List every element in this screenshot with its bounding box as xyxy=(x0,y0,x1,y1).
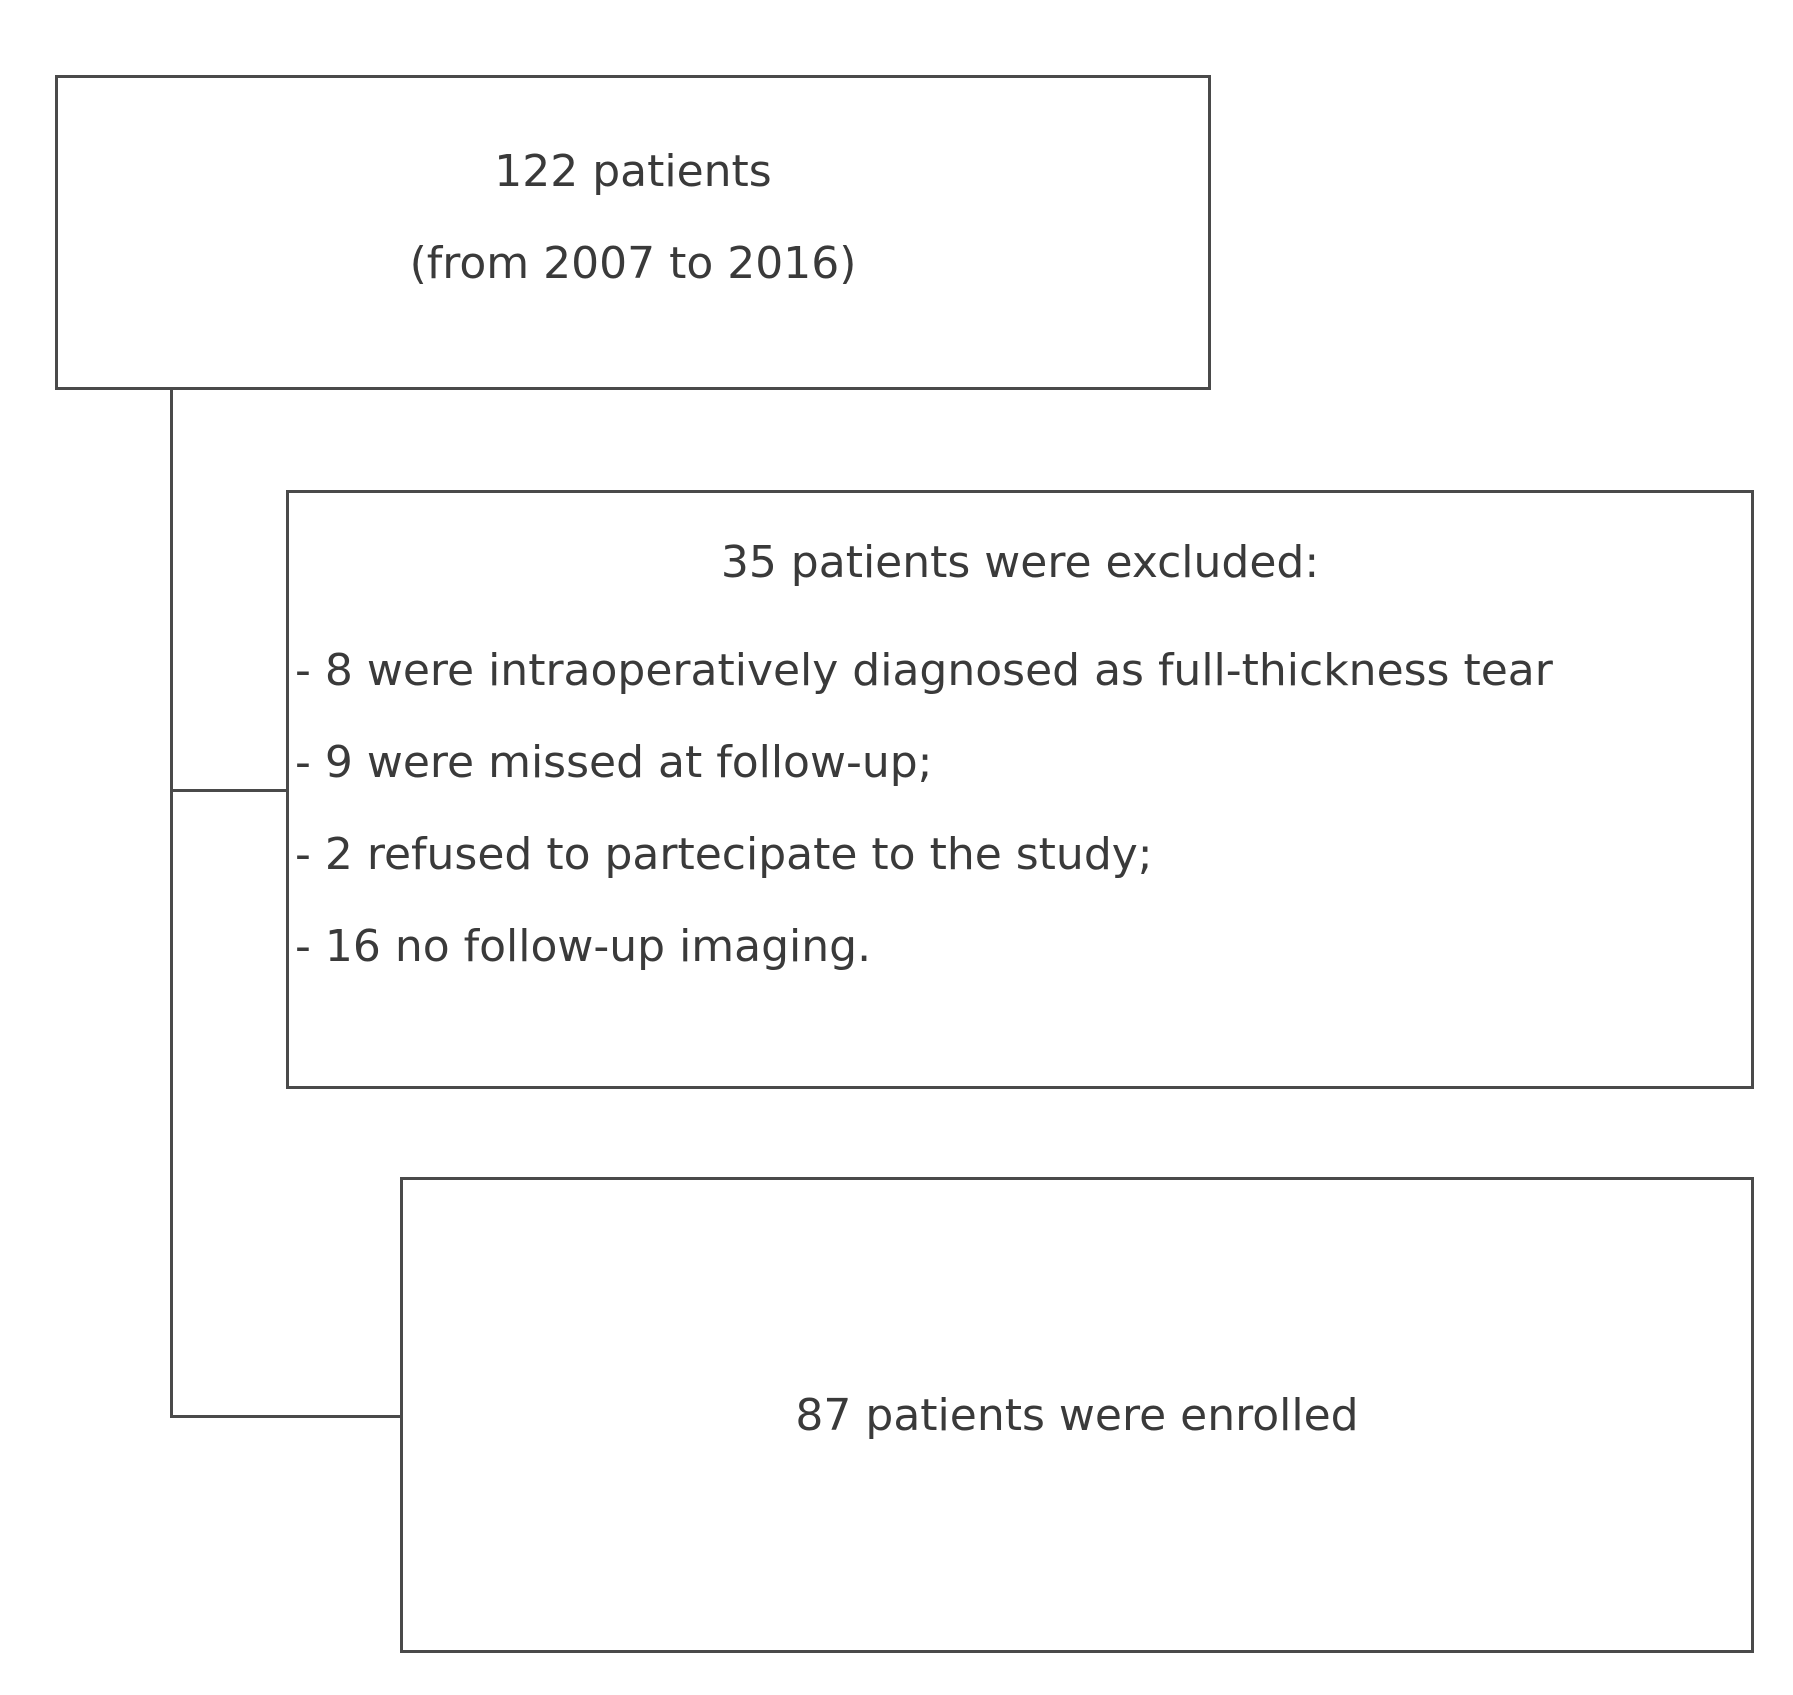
exclusion-reason-refused: - 2 refused to partecipate to the study; xyxy=(295,829,1153,880)
excluded-patients-box: 35 patients were excluded: - 8 were intr… xyxy=(286,490,1754,1089)
total-patients-period: (from 2007 to 2016) xyxy=(409,237,857,289)
enrolled-patients-box: 87 patients were enrolled xyxy=(400,1177,1754,1653)
exclusion-reason-full-thickness: - 8 were intraoperatively diagnosed as f… xyxy=(295,645,1553,696)
connector-to-enrolled xyxy=(170,1415,400,1418)
exclusion-reasons-list: - 8 were intraoperatively diagnosed as f… xyxy=(295,625,1553,993)
total-patients-count: 122 patients xyxy=(494,145,772,197)
connector-vertical-line xyxy=(170,390,173,1418)
exclusion-reason-missed-follow-up: - 9 were missed at follow-up; xyxy=(295,737,933,788)
total-patients-box: 122 patients (from 2007 to 2016) xyxy=(55,75,1211,390)
enrolled-label: 87 patients were enrolled xyxy=(795,1389,1359,1441)
connector-to-excluded xyxy=(170,789,286,792)
excluded-title: 35 patients were excluded: xyxy=(720,537,1320,588)
exclusion-reason-no-imaging: - 16 no follow-up imaging. xyxy=(295,921,872,972)
